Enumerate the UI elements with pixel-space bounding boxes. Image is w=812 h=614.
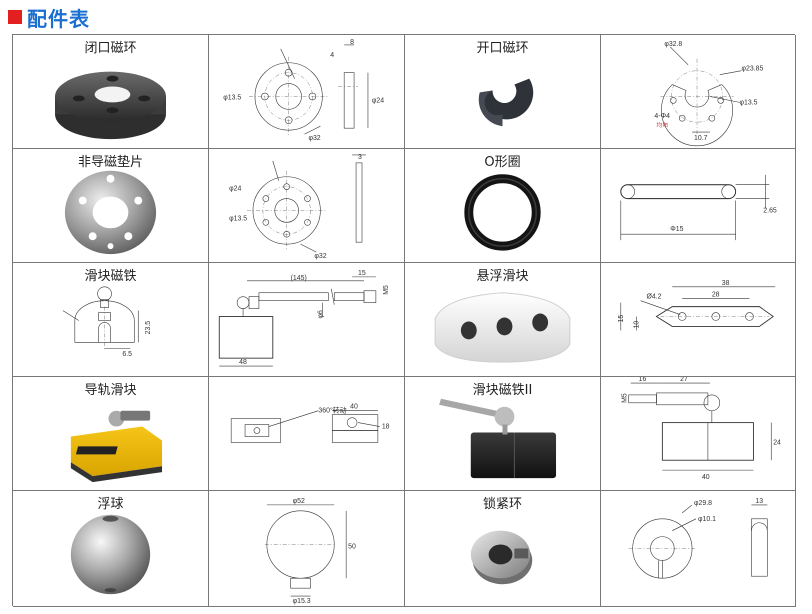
dim-label: 27 xyxy=(680,377,688,383)
dim-label: 360°转动 xyxy=(318,406,346,415)
dim-label: 40 xyxy=(702,474,710,481)
dim-label: φ32 xyxy=(308,135,320,142)
slider-magnet-drawing-a: 23.5 6.5 xyxy=(62,286,152,358)
drawing-cell-slider-magnet: (145) 15 M5 48 φ6 xyxy=(209,263,405,377)
dim-label: 8 xyxy=(350,39,354,46)
rail-slider-drawing: 360°转动 40 18 xyxy=(230,404,390,443)
dim-label: 4 xyxy=(330,52,334,59)
nonmagnetic-washer-photo xyxy=(64,170,157,255)
part-name: 悬浮滑块 xyxy=(476,269,529,284)
part-cell-o-ring: O形圈 xyxy=(405,149,601,263)
float-slider-drawing: 38 28 Ø4.2 15 10 xyxy=(618,280,776,331)
dim-label: 10 xyxy=(634,321,641,329)
part-name: 锁紧环 xyxy=(482,497,522,512)
dim-label: φ32.8 xyxy=(664,41,682,48)
drawing-cell-o-ring: 2.65 Φ15 xyxy=(601,149,796,263)
dim-label: M5 xyxy=(383,285,390,295)
dim-label: φ13.5 xyxy=(229,215,247,222)
drawing-cell-closed-ring: 8 4 φ13.5 φ24 φ32 xyxy=(209,35,405,149)
slider-magnet-ii-drawing: 16 27 24 40 M5 xyxy=(622,377,781,481)
part-name: O形圈 xyxy=(484,155,521,170)
dim-label: 24 xyxy=(773,439,781,446)
drawing-cell-float-ball: φ52 50 φ15.3 xyxy=(209,491,405,607)
drawing-cell-slider-magnet-ii: 16 27 24 40 M5 xyxy=(601,377,796,491)
part-name: 滑块磁铁 xyxy=(84,269,137,284)
dim-label: M5 xyxy=(622,393,629,403)
part-cell-slider-magnet-ii: 滑块磁铁II xyxy=(405,377,601,491)
dim-label: φ15.3 xyxy=(293,598,311,605)
float-ball-drawing: φ52 50 φ15.3 xyxy=(264,498,356,605)
float-slider-photo xyxy=(434,292,571,363)
dim-label: 48 xyxy=(239,359,247,366)
dim-label: 10.7 xyxy=(694,135,708,142)
drawing-cell-rail-slider: 360°转动 40 18 xyxy=(209,377,405,491)
dim-label: φ6 xyxy=(317,310,324,318)
part-name: 闭口磁环 xyxy=(84,41,137,56)
part-cell-locking-ring: 锁紧环 xyxy=(405,491,601,607)
part-cell-float-ball: 浮球 xyxy=(13,491,209,607)
o-ring-photo xyxy=(464,174,541,251)
dim-label: (145) xyxy=(291,275,307,282)
dim-label: 均布 xyxy=(656,121,668,129)
drawing-cell-open-ring: φ32.8 φ23.85 φ13.5 4-Φ4 10.7 均布 xyxy=(601,35,796,149)
parts-table: 闭口磁环 8 xyxy=(12,34,796,607)
part-cell-rail-slider: 导轨滑块 xyxy=(13,377,209,491)
dim-label: φ24 xyxy=(229,186,241,193)
part-cell-float-slider: 悬浮滑块 xyxy=(405,263,601,377)
dim-label: φ13.5 xyxy=(740,99,758,106)
part-name: 滑块磁铁II xyxy=(472,383,533,398)
closed-ring-photo xyxy=(54,71,167,140)
locking-ring-photo xyxy=(470,530,533,585)
page-title: 配件表 xyxy=(27,6,90,31)
open-ring-photo xyxy=(478,78,534,127)
open-ring-drawing: φ32.8 φ23.85 φ13.5 4-Φ4 10.7 均布 xyxy=(654,41,764,147)
dim-label: 3 xyxy=(358,154,362,161)
part-name: 开口磁环 xyxy=(476,41,529,56)
page-header: 配件表 xyxy=(8,4,90,31)
dim-label: 50 xyxy=(348,544,356,551)
dim-label: 15 xyxy=(358,270,366,277)
dim-label: φ52 xyxy=(293,498,305,505)
part-cell-closed-ring: 闭口磁环 xyxy=(13,35,209,149)
part-cell-slider-magnet: 滑块磁铁 23.5 6.5 xyxy=(13,263,209,377)
dim-label: 16 xyxy=(639,377,647,383)
part-cell-nonmagnetic-washer: 非导磁垫片 xyxy=(13,149,209,263)
dim-label: Ø4.2 xyxy=(647,294,662,301)
part-cell-open-ring: 开口磁环 xyxy=(405,35,601,149)
dim-label: 23.5 xyxy=(145,321,152,335)
dim-label: 18 xyxy=(382,424,390,431)
closed-ring-drawing: 8 4 φ13.5 φ24 φ32 xyxy=(223,39,384,142)
dim-label: φ24 xyxy=(372,97,384,104)
dim-label: 15 xyxy=(618,315,625,323)
part-name: 导轨滑块 xyxy=(84,383,137,398)
dim-label: φ10.1 xyxy=(698,516,716,523)
dim-label: φ23.85 xyxy=(742,66,764,73)
dim-label: Φ15 xyxy=(670,226,683,233)
o-ring-drawing: 2.65 Φ15 xyxy=(620,174,777,241)
dim-label: φ13.5 xyxy=(223,94,241,101)
dim-label: 40 xyxy=(350,404,358,411)
locking-ring-drawing: φ29.8 φ10.1 13 xyxy=(628,498,768,579)
dim-label: 38 xyxy=(722,280,730,287)
drawing-cell-float-slider: 38 28 Ø4.2 15 10 xyxy=(601,263,796,377)
drawing-cell-locking-ring: φ29.8 φ10.1 13 xyxy=(601,491,796,607)
part-name: 非导磁垫片 xyxy=(77,155,143,170)
part-name: 浮球 xyxy=(97,497,124,512)
drawing-cell-nonmagnetic-washer: 3 φ24 φ13.5 φ32 xyxy=(209,149,405,263)
dim-label: 6.5 xyxy=(122,351,132,358)
dim-label: φ29.8 xyxy=(694,500,712,507)
dim-label: 28 xyxy=(712,292,720,299)
float-ball-photo xyxy=(70,514,151,595)
dim-label: φ32 xyxy=(314,253,326,260)
dim-label: 13 xyxy=(755,498,763,505)
rail-slider-photo xyxy=(70,410,163,483)
dim-label: 2.65 xyxy=(763,207,777,214)
slider-magnet-drawing-b: (145) 15 M5 48 φ6 xyxy=(218,270,390,367)
dim-label: 4-Φ4 xyxy=(654,113,670,120)
red-square-icon xyxy=(8,10,22,24)
nonmagnetic-washer-drawing: 3 φ24 φ13.5 φ32 xyxy=(229,154,366,260)
slider-magnet-ii-photo xyxy=(439,398,557,479)
